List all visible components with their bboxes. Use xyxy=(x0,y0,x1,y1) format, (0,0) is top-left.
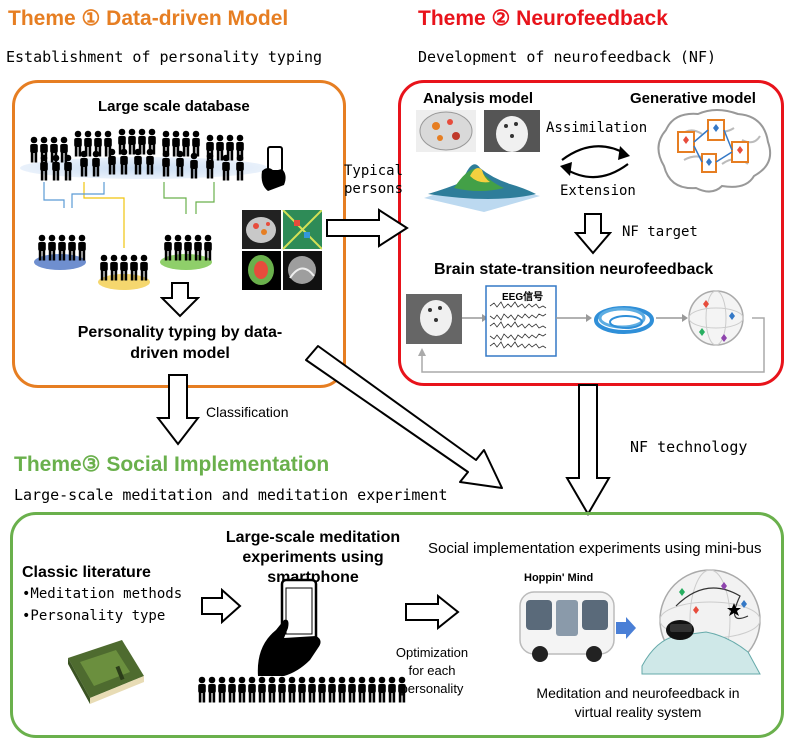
generative-model-label: Generative model xyxy=(630,90,756,107)
smartphone-line1: Large-scale meditation xyxy=(225,529,401,546)
theme1-title: Theme ① Data-driven Model xyxy=(8,7,289,30)
book-icon xyxy=(68,640,144,704)
optimization-line2: for each xyxy=(408,663,456,678)
hoppin-mind-label: Hoppin' Mind xyxy=(524,572,594,584)
extension-label: Extension xyxy=(560,183,636,199)
theme2-title: Theme ② Neurofeedback xyxy=(418,7,668,30)
classification-label: Classification xyxy=(206,404,289,420)
vr-line1: Meditation and neurofeedback in xyxy=(536,685,740,701)
vr-arrow xyxy=(616,617,636,639)
database-label: Large scale database xyxy=(98,98,250,115)
typical-line1: Typical xyxy=(344,163,404,179)
theme2-subtitle: Development of neurofeedback (NF) xyxy=(418,48,717,66)
classification-arrow xyxy=(156,374,200,446)
typical-persons-label: Typical persons xyxy=(344,162,403,198)
to-minibus-arrow xyxy=(405,594,460,630)
eeg-label: EEG信号 xyxy=(502,292,544,303)
typical-line2: persons xyxy=(344,181,404,197)
brain-icon xyxy=(657,109,772,193)
nf-technology-arrow xyxy=(565,384,611,516)
smartphone-icon xyxy=(261,146,286,191)
optimization-label: Optimization for each personality xyxy=(382,644,482,698)
typing-label-line1: Personality typing by data- xyxy=(77,324,283,341)
assimilation-cycle-arrows xyxy=(560,145,630,179)
sphere-icon xyxy=(641,569,761,675)
classic-literature-title: Classic literature xyxy=(22,564,151,581)
classic-item-1: •Meditation methods xyxy=(22,586,183,602)
analysis-model-illustration xyxy=(416,110,540,212)
hand-icon xyxy=(257,578,321,676)
brain-scan-images xyxy=(242,209,323,290)
nf-target-arrow xyxy=(574,213,612,255)
theme3-subtitle: Large-scale meditation and meditation ex… xyxy=(14,486,448,504)
theme3-box xyxy=(10,512,784,738)
personality-typing-label: Personality typing by data- driven model xyxy=(50,322,310,364)
typing-down-arrow xyxy=(160,282,200,318)
database-illustration xyxy=(20,128,268,290)
typing-label-line2: driven model xyxy=(130,345,230,362)
vr-system-label: Meditation and neurofeedback in virtual … xyxy=(498,684,778,722)
classic-item-2: •Personality type xyxy=(22,608,166,624)
nf-technology-label: NF technology xyxy=(630,438,748,456)
vr-line2: virtual reality system xyxy=(574,704,702,720)
optimization-line1: Optimization xyxy=(395,645,469,660)
analysis-model-label: Analysis model xyxy=(423,90,534,107)
to-smartphone-arrow xyxy=(201,588,242,624)
neurofeedback-pipeline xyxy=(406,285,765,373)
typical-persons-arrow xyxy=(326,208,409,248)
bus-icon xyxy=(519,591,615,662)
diagonal-arrow xyxy=(305,345,503,489)
theme1-subtitle: Establishment of personality typing xyxy=(6,48,323,66)
transition-label: Brain state-transition neurofeedback xyxy=(434,261,714,278)
optimization-line3: personality xyxy=(400,681,464,696)
minibus-label: Social implementation experiments using … xyxy=(428,540,762,557)
nf-target-label: NF target xyxy=(622,224,698,240)
assimilation-label: Assimilation xyxy=(546,120,648,136)
theme3-title: Theme③ Social Implementation xyxy=(14,453,330,476)
